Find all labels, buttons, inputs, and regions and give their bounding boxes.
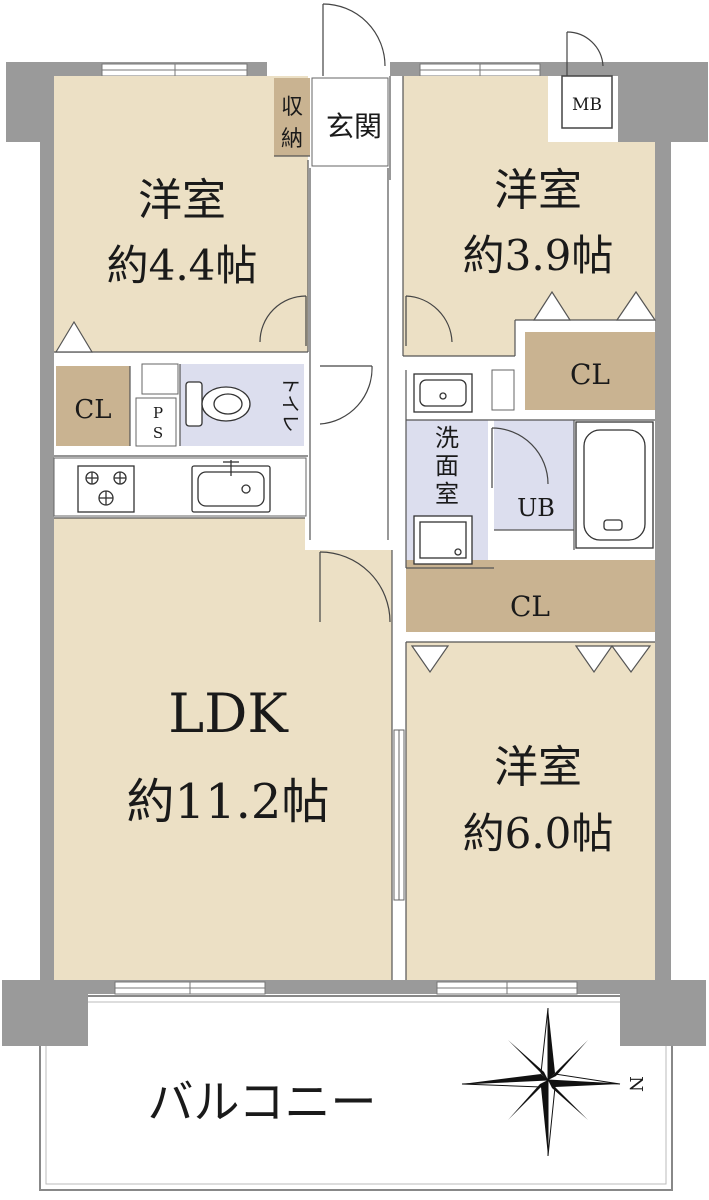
toilet-icon (185, 381, 251, 427)
storage-closet (274, 78, 310, 156)
mb-label: MB (572, 95, 602, 115)
closet-middle (406, 560, 655, 632)
north-label: N (625, 1076, 646, 1092)
room-name-western-ne: 洋室 (494, 165, 582, 216)
closet-ne (525, 332, 655, 410)
closet-doors (54, 290, 657, 674)
washroom-label-2: 面 (435, 452, 459, 480)
unit-bath-area (494, 420, 574, 530)
balcony (39, 995, 673, 1191)
ps-label-1: P (153, 404, 163, 422)
ub-label: UB (517, 494, 555, 522)
closet-label-ne: CL (570, 358, 610, 391)
entrance-floor (311, 77, 389, 167)
washbasin-icon (413, 373, 473, 413)
compass-icon: N (461, 1007, 646, 1157)
room-name-western-nw: 洋室 (138, 175, 226, 226)
room-name-ldk: LDK (168, 682, 289, 745)
balcony-label: バルコニー (147, 1075, 376, 1129)
room-ldk (54, 518, 392, 980)
room-name-western-se: 洋室 (494, 742, 582, 793)
bathtub-icon (575, 421, 654, 549)
closet-label-middle: CL (510, 590, 550, 623)
sink-icon (191, 460, 271, 513)
ps-label-2: S (153, 424, 163, 442)
room-western-ne (403, 76, 655, 356)
doors (259, 3, 604, 901)
washer-pan-icon (413, 515, 473, 565)
storage-label-2: 納 (281, 127, 303, 152)
toilet-label: トイレ (279, 375, 301, 432)
room-size-western-nw: 約4.4帖 (107, 241, 258, 290)
room-size-western-se: 約6.0帖 (463, 809, 614, 858)
stove-icon (77, 465, 135, 513)
closet-nw (56, 366, 130, 446)
closet-label-nw: CL (74, 395, 111, 425)
interior-walls (54, 76, 655, 980)
mb-box (561, 75, 613, 129)
entrance-label: 玄関 (326, 110, 382, 143)
room-size-ldk: 約11.2帖 (127, 774, 330, 830)
room-labels: 洋室 約4.4帖 洋室 約3.9帖 洋室 約6.0帖 LDK 約11.2帖 収 … (74, 95, 613, 1129)
storage-label-1: 収 (281, 95, 303, 120)
windows (101, 63, 578, 995)
room-western-nw (54, 76, 308, 352)
kitchen-counter (53, 457, 307, 517)
washroom-label-3: 室 (435, 480, 459, 508)
room-size-western-ne: 約3.9帖 (463, 231, 614, 280)
washroom-label-1: 洗 (435, 424, 459, 452)
outer-walls (2, 62, 708, 1046)
room-western-se (406, 642, 655, 980)
